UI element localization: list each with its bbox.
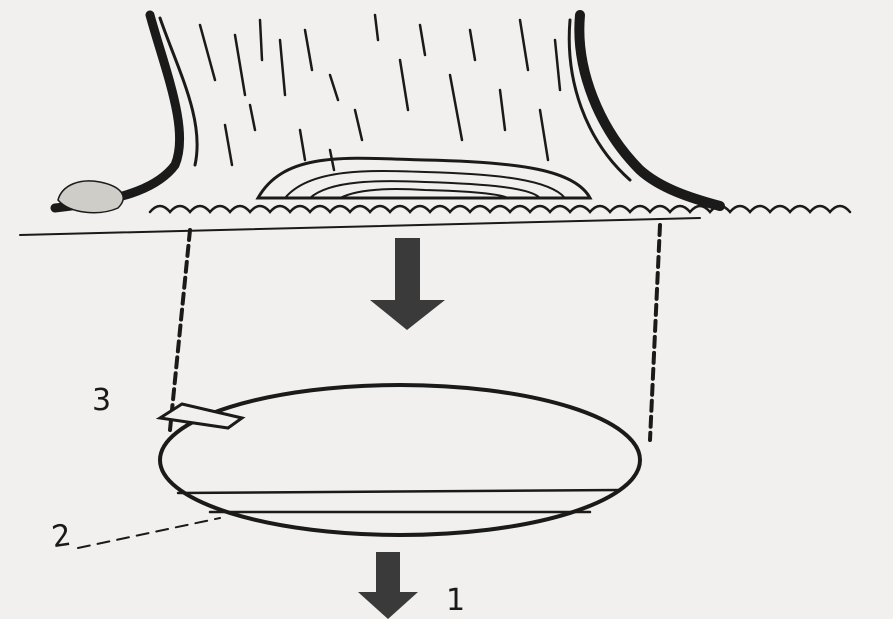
cut-stump-icon: [258, 158, 590, 198]
callout-1: 1: [446, 586, 465, 616]
down-arrow-icon: [370, 238, 445, 330]
callout-2: 2: [50, 521, 73, 553]
callout-3: 3: [92, 386, 111, 416]
down-arrow-icon: [358, 552, 418, 619]
tree-trunk-icon: [55, 15, 720, 208]
log-cross-section-icon: [160, 385, 640, 535]
leader-line-2: [78, 518, 220, 548]
ground-line: [20, 206, 850, 235]
stone-icon: [58, 181, 123, 213]
